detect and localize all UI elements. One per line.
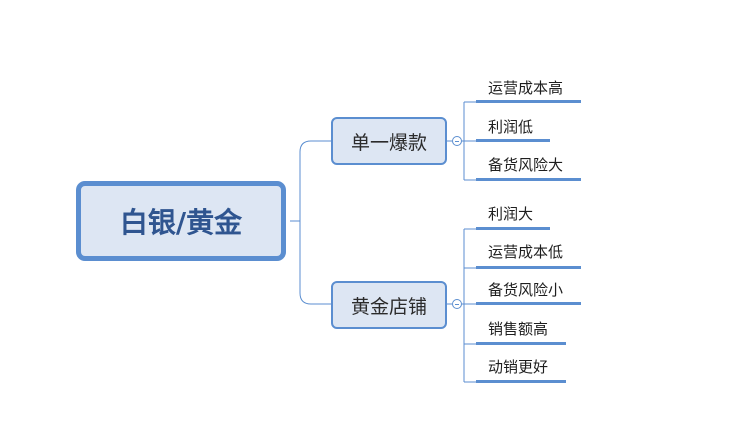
leaf-node[interactable]: 利润低	[488, 118, 534, 136]
leaf-underline	[476, 227, 550, 230]
branch-label: 黄金店铺	[350, 295, 427, 318]
leaf-underline	[476, 380, 566, 383]
branch-node-1[interactable]: 单一爆款	[331, 117, 447, 165]
collapse-toggle-icon[interactable]	[452, 136, 462, 146]
leaf-node[interactable]: 利润大	[488, 205, 534, 223]
branch-node-2[interactable]: 黄金店铺	[331, 281, 447, 329]
branch-label: 单一爆款	[350, 131, 427, 154]
leaf-underline	[476, 139, 550, 142]
root-label: 白银/黄金	[119, 206, 243, 239]
leaf-underline	[476, 266, 581, 269]
leaf-underline	[476, 342, 566, 345]
leaf-node[interactable]: 备货风险小	[488, 281, 564, 299]
leaf-node[interactable]: 运营成本高	[488, 79, 564, 97]
leaf-node[interactable]: 销售额高	[488, 320, 549, 338]
leaf-node[interactable]: 动销更好	[488, 358, 549, 376]
root-connector	[290, 140, 331, 305]
leaf-underline	[476, 302, 581, 305]
branch-1-connector	[447, 101, 480, 181]
leaf-node[interactable]: 备货风险大	[488, 156, 564, 174]
root-node[interactable]: 白银/黄金	[76, 181, 286, 261]
leaf-underline	[476, 100, 581, 103]
leaf-underline	[476, 178, 581, 181]
collapse-toggle-icon[interactable]	[452, 299, 462, 309]
branch-2-connector	[447, 228, 480, 383]
leaf-node[interactable]: 运营成本低	[488, 243, 564, 261]
